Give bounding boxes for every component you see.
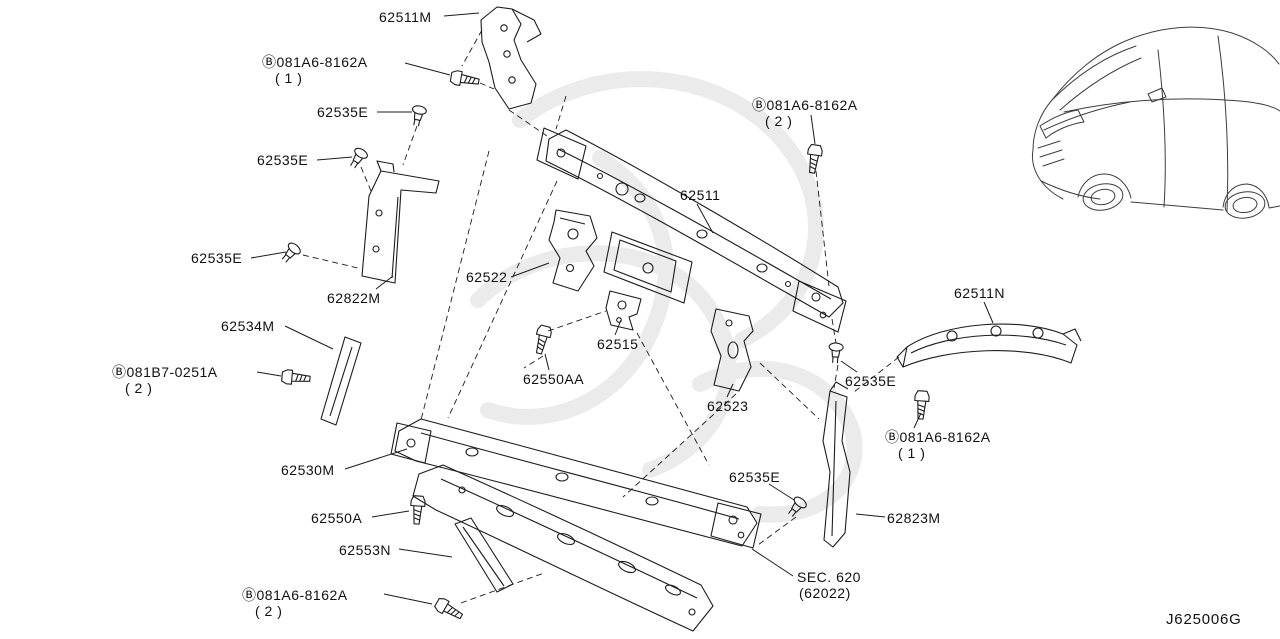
part-label-62511: 62511 — [680, 187, 721, 203]
part-label-62550AA: 62550AA — [523, 371, 585, 387]
bolt-icon-081A6-8162A-top-left — [449, 69, 481, 90]
part-62534M-stay — [320, 336, 362, 426]
callout-part-number: Ⓑ081A6-8162A — [242, 587, 348, 603]
callout-qty: ( 2 ) — [255, 603, 283, 619]
callout-part-number: Ⓑ081A6-8162A — [752, 97, 858, 113]
part-62553N-strip — [454, 517, 514, 593]
bolt-callout-081A6-8162A-top-right: Ⓑ081A6-8162A ( 2 ) — [752, 97, 858, 129]
callout-qty: ( 2 ) — [125, 380, 153, 396]
part-label-62822M: 62822M — [327, 290, 381, 306]
callout-qty: ( 1 ) — [275, 70, 303, 86]
part-label-62823M: 62823M — [887, 510, 941, 526]
part-label-62535E-1: 62535E — [317, 104, 369, 120]
bolt-icon-081B7-0251A — [280, 368, 312, 387]
part-label-62535E-2: 62535E — [257, 152, 309, 168]
part-label-62535E-4: 62535E — [845, 373, 897, 389]
parts-linework — [278, 6, 1082, 632]
part-lower-radiator-support — [412, 464, 714, 632]
part-label-62550A: 62550A — [311, 510, 363, 526]
part-62511-radiator-core-support-upper — [536, 127, 847, 333]
diagram-code: J625006G — [1166, 611, 1242, 628]
section-reference-text: SEC. 620 — [797, 569, 861, 585]
part-label-62553N: 62553N — [339, 542, 392, 558]
part-62822M-bracket — [361, 160, 440, 284]
callout-part-number: Ⓑ081B7-0251A — [112, 364, 218, 380]
part-label-62511M: 62511M — [379, 9, 432, 25]
bolt-icon-62550A — [409, 494, 427, 525]
part-label-62535E-3: 62535E — [191, 250, 243, 266]
part-62530M-crossmember — [390, 418, 762, 549]
callout-qty: ( 1 ) — [898, 445, 926, 461]
part-62511N-support — [896, 323, 1082, 368]
bolt-icon-62550AA — [531, 323, 554, 356]
part-62511M-bracket — [480, 6, 542, 110]
bolt-icon-081A6-8162A-bottom — [432, 595, 466, 624]
section-reference-callout: SEC. 620 (62022) — [797, 569, 861, 601]
callout-qty: ( 2 ) — [765, 113, 793, 129]
part-62515-bracket — [605, 290, 642, 331]
part-label-62535E-5: 62535E — [729, 469, 781, 485]
part-label-62523: 62523 — [707, 398, 749, 414]
car-reference-illustration — [1031, 26, 1280, 219]
watermark — [470, 71, 863, 523]
callout-part-number: Ⓑ081A6-8162A — [262, 54, 368, 70]
part-62523-bracket — [710, 308, 754, 392]
clip-icon-62535E-1 — [408, 104, 428, 128]
part-label-62522: 62522 — [466, 269, 508, 285]
clip-icon-62535E-2 — [346, 145, 370, 172]
callout-part-number: Ⓑ081A6-8162A — [885, 429, 991, 445]
part-62522-bracket — [548, 209, 598, 292]
leader-lines — [250, 12, 994, 605]
part-label-62534M: 62534M — [221, 318, 275, 334]
part-label-62515: 62515 — [597, 336, 639, 352]
section-reference-number: (62022) — [799, 585, 851, 601]
assembly-alignment-lines — [302, 29, 900, 604]
part-label-62530M: 62530M — [281, 462, 335, 478]
part-62823M-stay — [822, 381, 851, 548]
bolt-callout-081A6-8162A-bottom: Ⓑ081A6-8162A ( 2 ) — [242, 587, 348, 619]
part-label-62511N: 62511N — [954, 285, 1006, 301]
bolt-callout-081A6-8162A-right: Ⓑ081A6-8162A ( 1 ) — [885, 429, 991, 461]
bolt-callout-081B7-0251A: Ⓑ081B7-0251A ( 2 ) — [112, 364, 218, 396]
clip-icon-62535E-4 — [827, 341, 844, 365]
bolt-icon-081A6-8162A-right — [913, 389, 931, 420]
bolt-callout-081A6-8162A-top-left: Ⓑ081A6-8162A ( 1 ) — [262, 54, 368, 86]
